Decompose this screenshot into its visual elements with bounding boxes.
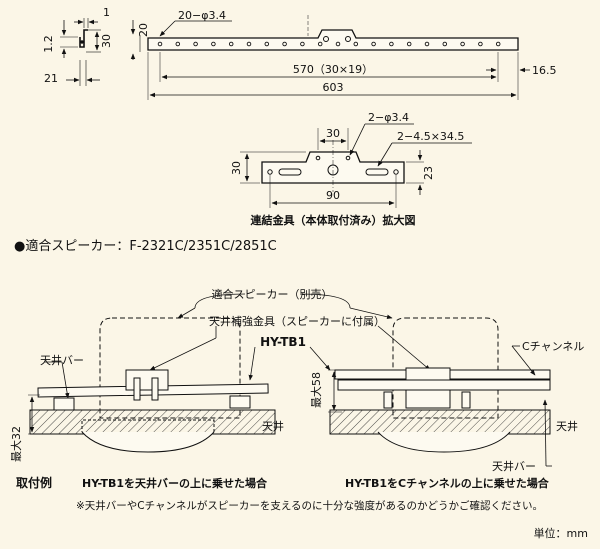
install-example-label: 取付例 — [16, 475, 52, 490]
ceiling-right-label: 天井 — [556, 419, 578, 433]
dim-2-phi: 2−φ3.4 — [368, 111, 409, 124]
bracket-hole — [317, 41, 323, 47]
bracket-hole — [157, 41, 163, 47]
connector-detail-view — [240, 123, 472, 208]
speaker-outline-left — [99, 317, 241, 419]
dim-30-side: 30 — [100, 34, 113, 48]
dim-1-2: 1.2 — [42, 35, 55, 53]
ceiling-bar-left-label: 天井バー — [40, 353, 84, 367]
bracket-hole — [282, 41, 287, 47]
case-c-channel-caption: HY-TB1をCチャンネルの上に乗せた場合 — [345, 476, 550, 490]
bracket-hole — [460, 41, 465, 47]
dim-slots: 2−4.5×34.5 — [397, 130, 464, 143]
applicable-speakers: ●適合スピーカー：F-2321C/2351C/2851C — [14, 238, 277, 254]
bracket-hole — [211, 41, 216, 47]
ceiling-bar-right-label: 天井バー — [492, 459, 536, 473]
bracket-hole — [300, 41, 305, 47]
bracket-hole — [478, 41, 483, 47]
bracket-hole — [389, 41, 394, 47]
case-ceiling-bar-caption: HY-TB1を天井バーの上に乗せた場合 — [82, 476, 268, 490]
unit-label: 単位：mm — [534, 526, 588, 540]
install-left-assembly — [29, 369, 276, 453]
bracket-hole — [193, 41, 198, 47]
dim-570: 570（30×19） — [293, 63, 373, 76]
bracket-side-profile — [60, 18, 101, 86]
dim-603: 603 — [323, 81, 344, 94]
bracket-hole — [406, 41, 412, 47]
dim-holes: 20−φ3.4 — [178, 9, 226, 22]
bracket-hole — [353, 41, 359, 47]
ceiling-left-label: 天井 — [262, 419, 284, 433]
dim-90: 90 — [326, 189, 340, 202]
bracket-hole — [175, 41, 181, 47]
c-channel-label: Cチャンネル — [522, 340, 584, 353]
detail-caption: 連結金具（本体取付済み）拡大図 — [251, 213, 416, 227]
bracket-hole — [335, 41, 341, 47]
strength-note: ※天井バーやCチャンネルがスピーカーを支えるのに十分な強度があるのかどうかご確認… — [76, 499, 543, 512]
bracket-hole — [246, 41, 252, 47]
bracket-hole — [228, 41, 234, 47]
dim-30-left: 30 — [230, 161, 243, 175]
dim-23: 23 — [422, 166, 435, 180]
dim-20-side: 20 — [137, 23, 150, 37]
speaker-separate-label: 適合スピーカー（別売） — [212, 287, 333, 301]
bracket-hole-row — [157, 41, 501, 47]
bracket-hole — [371, 41, 376, 47]
max-58-label: 最大58 — [309, 372, 323, 408]
install-right-assembly — [329, 367, 551, 453]
bracket-hole — [264, 41, 270, 47]
dim-30-top: 30 — [326, 127, 340, 140]
bracket-hole — [424, 41, 430, 47]
bracket-hole — [442, 41, 448, 47]
dim-21: 21 — [44, 72, 58, 85]
dim-16-5: 16.5 — [532, 64, 557, 77]
bracket-hole — [495, 41, 501, 47]
product-model-label: HY-TB1 — [260, 335, 306, 349]
max-32-label: 最大32 — [9, 426, 23, 462]
ceiling-reinforcement-label: 天井補強金具（スピーカーに付属） — [209, 314, 385, 328]
dim-1: 1 — [103, 6, 110, 19]
